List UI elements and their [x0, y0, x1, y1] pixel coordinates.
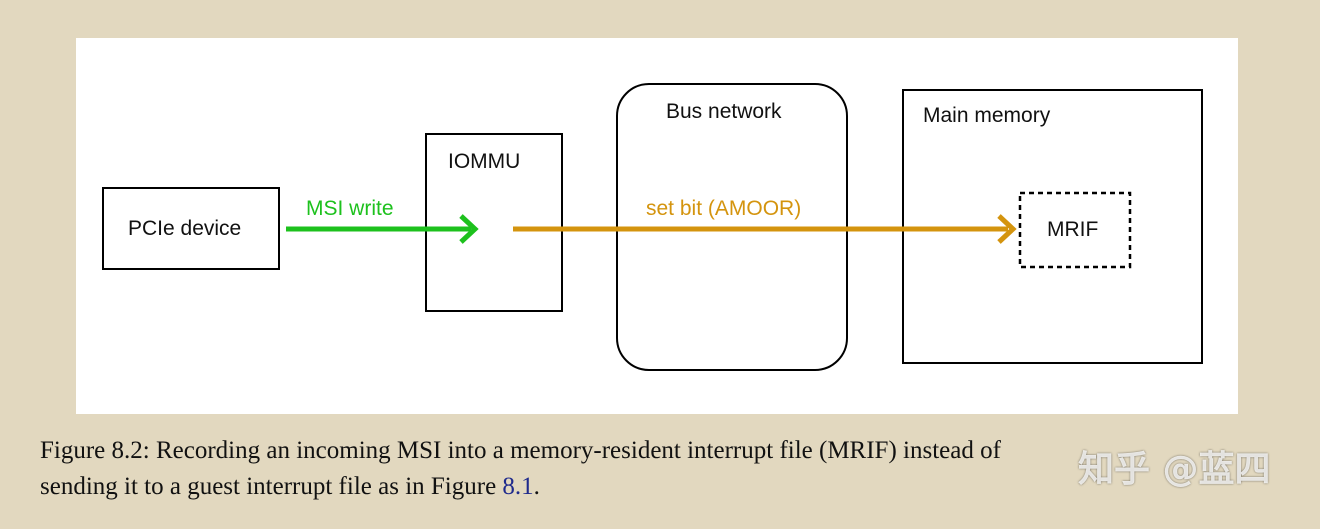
- caption-end: .: [533, 473, 540, 500]
- msi-write-label: MSI write: [306, 197, 394, 220]
- caption-line2: sending it to a guest interrupt file as …: [40, 473, 497, 500]
- figure-caption: Figure 8.2: Recording an incoming MSI in…: [40, 433, 1290, 505]
- iommu-label: IOMMU: [448, 150, 521, 173]
- diagram-svg: [102, 83, 1203, 371]
- set-bit-label: set bit (AMOOR): [646, 197, 802, 220]
- main-memory-label: Main memory: [923, 104, 1051, 127]
- pcie-device-label: PCIe device: [128, 217, 242, 240]
- msi-write-arrow: [286, 214, 479, 244]
- bus-network-label: Bus network: [666, 100, 782, 123]
- pcie-device-box: [102, 187, 280, 270]
- set-bit-arrow: [513, 214, 1017, 244]
- iommu-box: [425, 133, 563, 312]
- caption-prefix: Figure 8.2:: [40, 437, 150, 464]
- figure-ref-link[interactable]: 8.1: [502, 473, 534, 500]
- mrif-box: [1018, 191, 1132, 269]
- mrif-label: MRIF: [1047, 218, 1099, 241]
- diagram-canvas: PCIe device IOMMU Bus network Main memor…: [76, 38, 1238, 414]
- caption-line1: Recording an incoming MSI into a memory-…: [155, 437, 1001, 464]
- watermark-logo: 知乎 @蓝四: [1078, 449, 1271, 490]
